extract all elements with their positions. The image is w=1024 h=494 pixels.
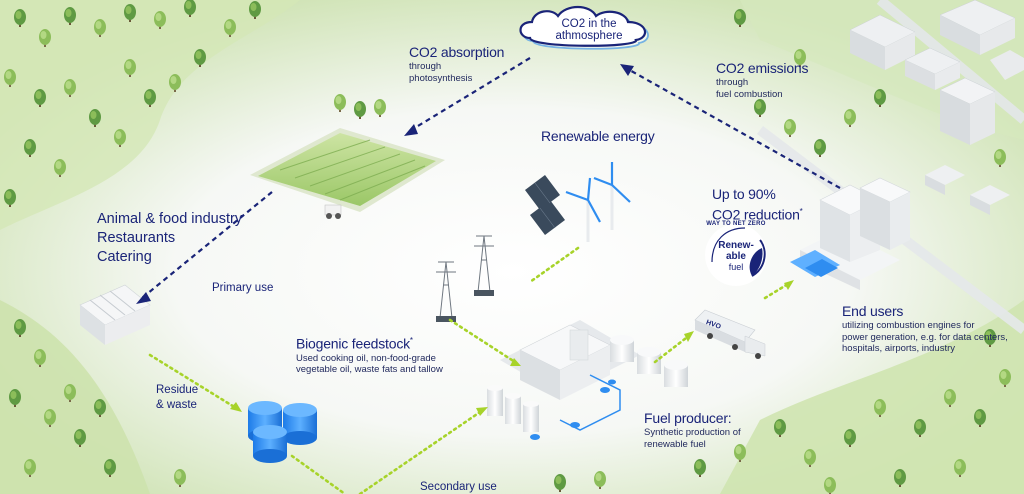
arrow-endusers-to-cloud xyxy=(625,67,841,189)
co2-emissions-sub1: through xyxy=(716,77,749,88)
arrow-field-to-industry xyxy=(141,191,273,299)
end-users-sub1: utilizing combustion engines for xyxy=(842,320,975,331)
atmosphere-label: CO2 in the athmosphere xyxy=(527,18,651,42)
end-users-label: End users utilizing combustion engines f… xyxy=(842,303,1008,355)
primary-use-label: Primary use xyxy=(212,282,274,294)
wind-turbines-illustration xyxy=(565,162,631,242)
badge-line2: able xyxy=(725,251,746,262)
co2-emissions-title: CO2 emissions xyxy=(716,60,809,76)
end-users-sub2: power generation, e.g. for data centers, xyxy=(842,331,1008,343)
crop-field-illustration xyxy=(250,128,445,219)
feedstock-tanks-illustration xyxy=(248,401,317,463)
carbon-flow-arrows xyxy=(141,57,841,299)
food-industry-line2: Restaurants xyxy=(97,230,176,246)
green-hills-bottom-left xyxy=(0,300,150,494)
arrow-refinery-to-truck xyxy=(653,333,692,364)
end-user-buildings-illustration xyxy=(790,177,911,290)
food-industry-building-illustration xyxy=(79,284,151,345)
power-pylons-illustration xyxy=(436,235,494,322)
renewable-fuel-badge: WAY TO NET ZERO Renew- able fuel xyxy=(703,221,769,288)
badge-line3: fuel xyxy=(728,262,744,272)
solar-panels-illustration xyxy=(525,175,565,235)
fuel-producer-sub2: renewable fuel xyxy=(644,438,706,450)
arrow-tanks-to-refinery xyxy=(290,454,347,494)
green-hills-left xyxy=(0,0,300,230)
arrow-industry-to-tanks xyxy=(148,353,238,410)
badge-arc-text: WAY TO NET ZERO xyxy=(706,221,766,227)
renewable-energy-label: Renewable energy xyxy=(541,128,655,144)
co2-absorption-sub2: photosynthesis xyxy=(409,72,473,84)
co2-absorption-title: CO2 absorption xyxy=(409,44,505,60)
atmosphere-line1: CO2 in the xyxy=(561,18,617,30)
truck-label: HVO xyxy=(705,319,722,331)
biogenic-feedstock-footnote-mark: * xyxy=(409,336,413,345)
biogenic-feedstock-label: Biogenic feedstock* Used cooking oil, no… xyxy=(296,332,443,376)
arrow-cloud-to-field xyxy=(407,57,531,133)
atmosphere-cloud-icon xyxy=(519,5,649,50)
food-industry-line3: Catering xyxy=(97,249,152,265)
food-industry-line1: Animal & food industry xyxy=(97,211,243,227)
renewable-fuel-badge-icon xyxy=(705,224,767,286)
residue-waste-label: Residue & waste xyxy=(156,383,198,413)
end-users-title: End users xyxy=(842,303,904,319)
co2-reduction-line2: CO2 reduction* xyxy=(712,206,803,223)
co2-reduction-label: Up to 90% CO2 reduction* xyxy=(712,186,803,224)
co2-reduction-line1: Up to 90% xyxy=(712,186,776,202)
end-users-sub3: hospitals, airports, industry xyxy=(842,343,955,354)
green-hills-bottom-right xyxy=(720,300,1024,494)
arrow-energy-to-pylons xyxy=(528,246,580,284)
arrow-secondary-to-refinery xyxy=(358,408,485,494)
fuel-producer-label: Fuel producer: Synthetic production of r… xyxy=(644,410,741,450)
co2-absorption-sub1: through xyxy=(409,61,442,72)
arrow-truck-to-endusers xyxy=(763,282,790,300)
material-flow-arrows xyxy=(148,246,790,494)
co2-absorption-label: CO2 absorption through photosynthesis xyxy=(409,44,504,84)
residue-line1: Residue xyxy=(156,384,199,396)
atmosphere-line2: athmosphere xyxy=(555,30,623,42)
fuel-producer-sub1: Synthetic production of xyxy=(644,427,741,438)
city-buildings-illustration xyxy=(849,0,1024,215)
fuel-producer-title: Fuel producer: xyxy=(644,410,732,426)
co2-emissions-sub2: fuel combustion xyxy=(716,88,783,100)
food-industry-label: Animal & food industry Restaurants Cater… xyxy=(97,210,242,267)
badge-line1: Renew- xyxy=(718,240,754,251)
biogenic-feedstock-sub1: Used cooking oil, non-food-grade xyxy=(296,352,436,364)
biogenic-feedstock-title: Biogenic feedstock* xyxy=(296,335,413,352)
arrowheads-navy xyxy=(136,64,634,304)
biogenic-feedstock-sub2: vegetable oil, waste fats and tallow xyxy=(296,364,443,376)
hvo-truck-illustration: HVO xyxy=(694,309,766,359)
arrow-pylons-to-refinery xyxy=(448,318,517,364)
co2-reduction-footnote-mark: * xyxy=(799,207,803,216)
co2-emissions-label: CO2 emissions through fuel combustion xyxy=(716,60,809,100)
arrowheads-green xyxy=(230,280,794,416)
secondary-use-label: Secondary use xyxy=(420,481,497,493)
residue-line2: & waste xyxy=(156,399,197,411)
fuel-refinery-illustration xyxy=(487,320,688,440)
